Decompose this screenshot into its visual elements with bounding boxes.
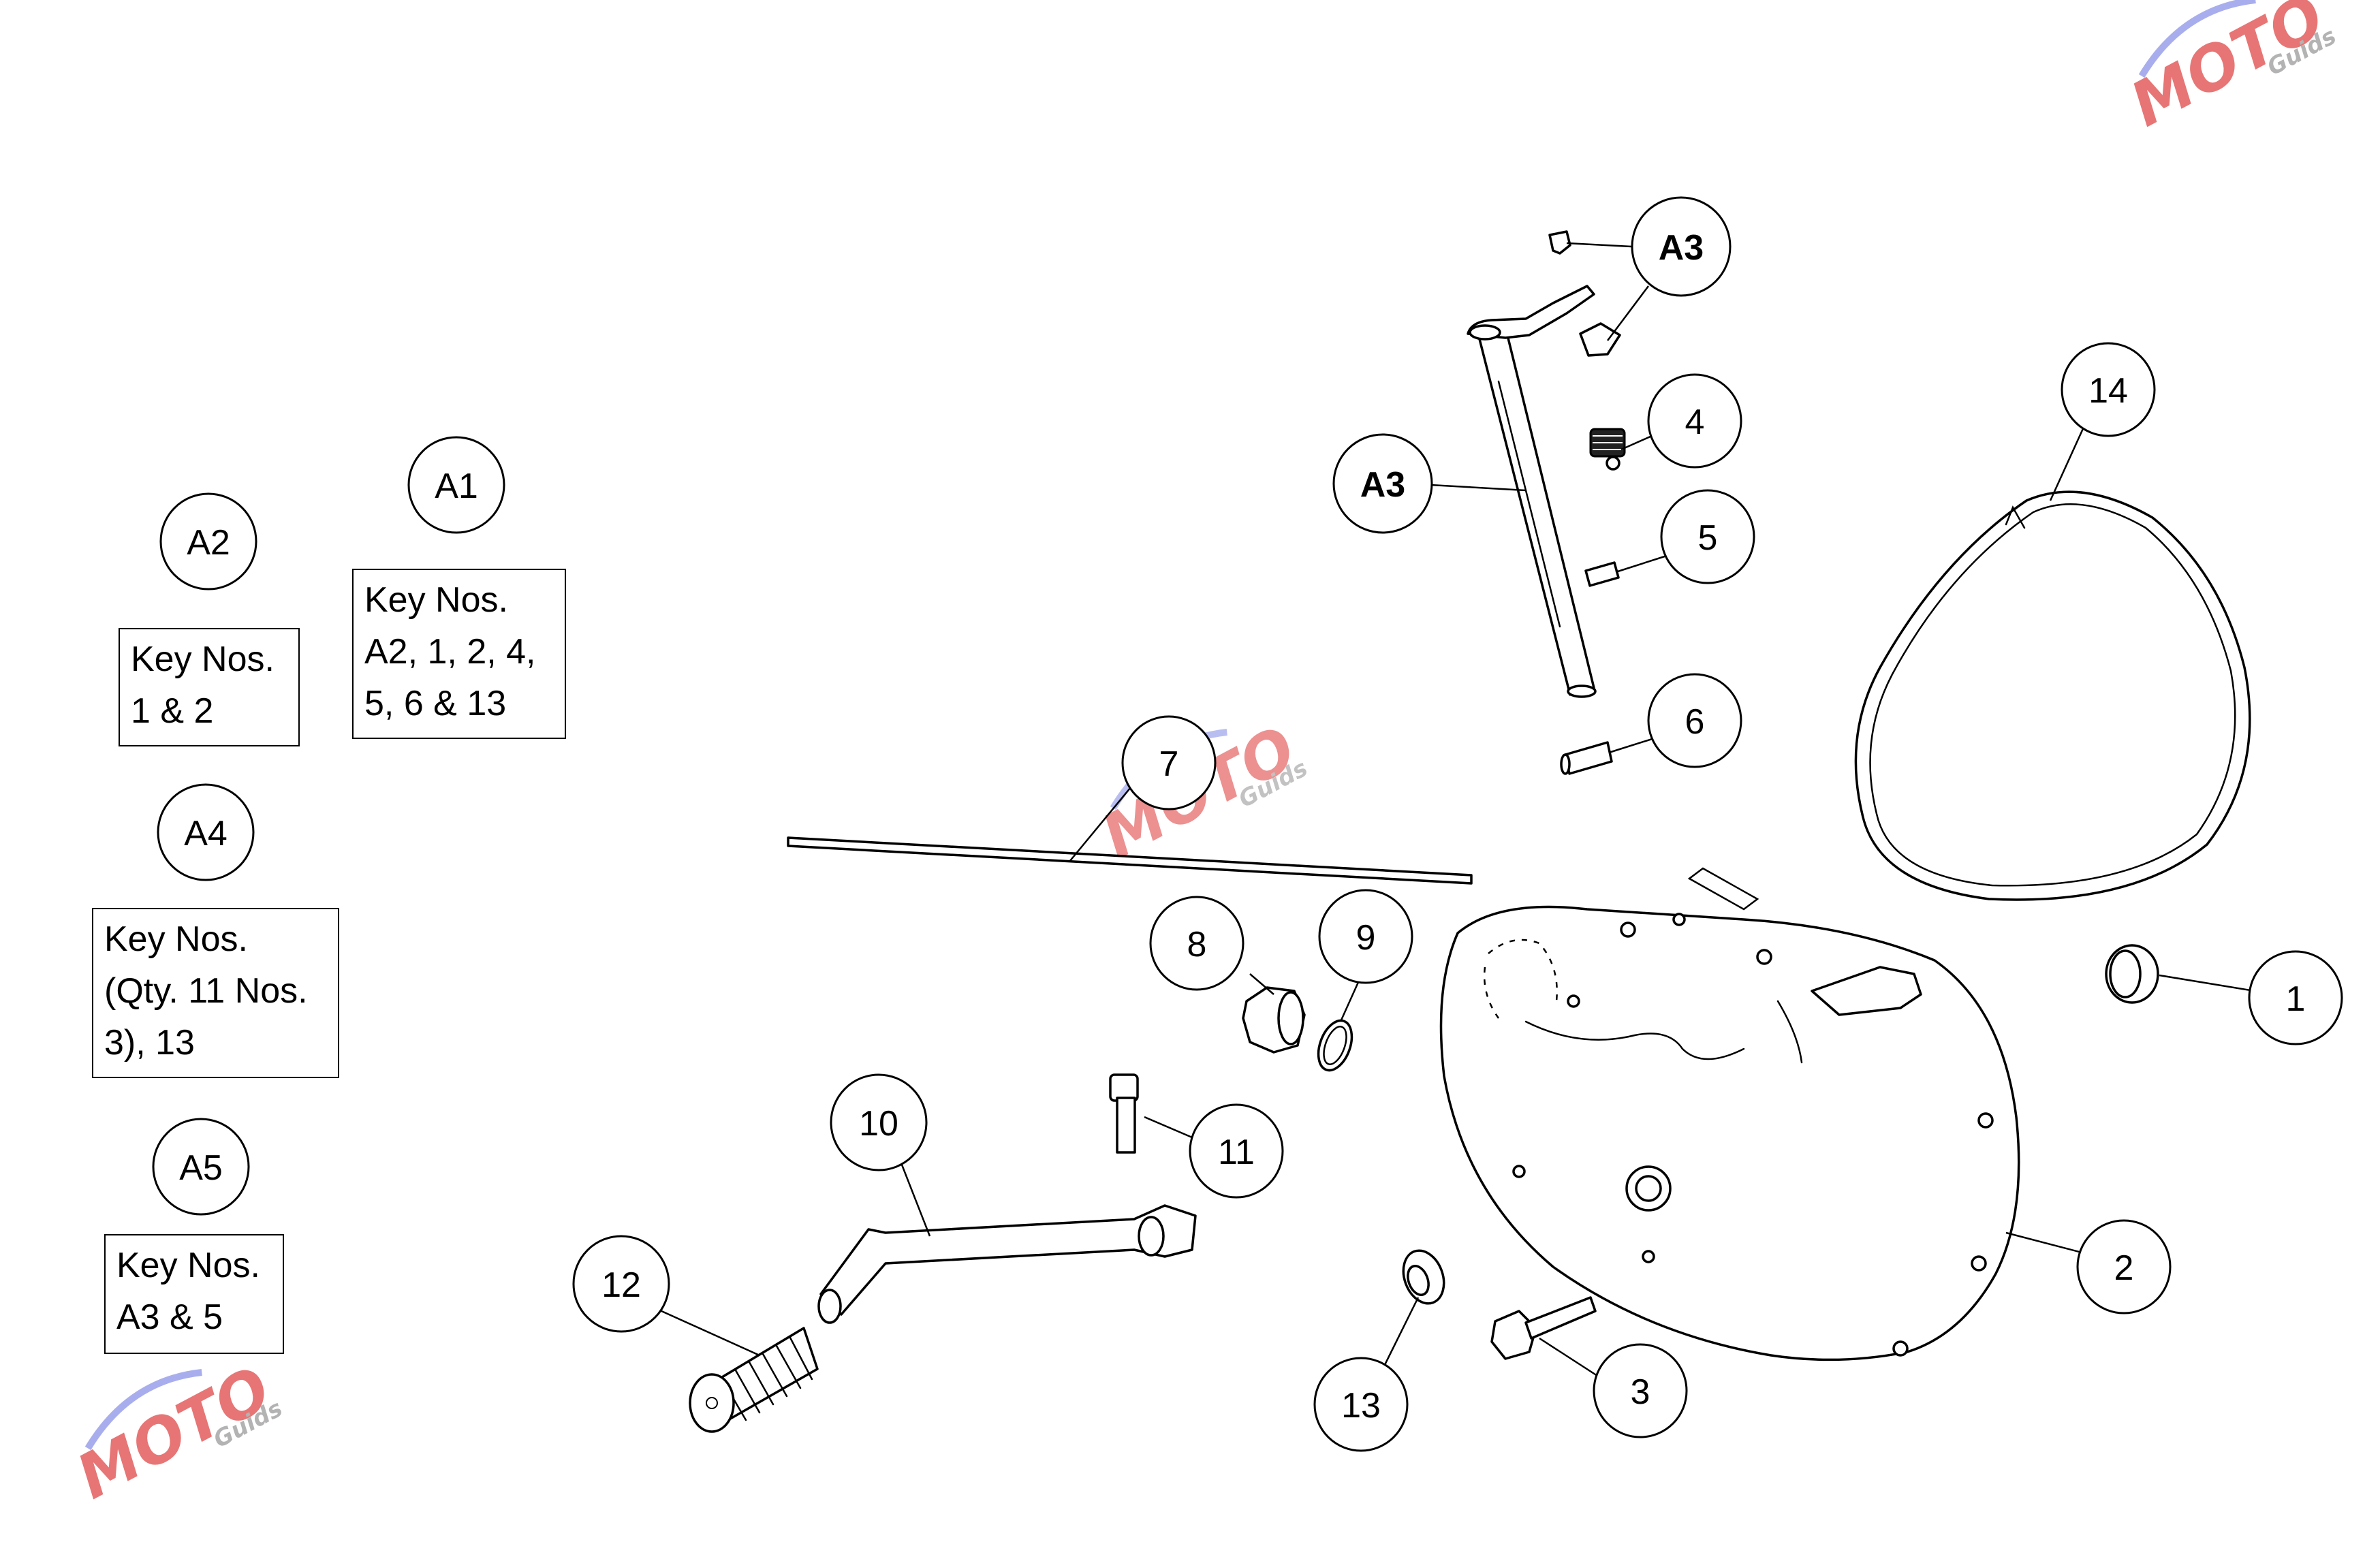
key-box-a2: Key Nos. 1 & 2 xyxy=(119,628,300,746)
key-box-line: 1 & 2 xyxy=(131,691,214,731)
callout-A2: A2 xyxy=(159,492,257,590)
part-a3-pin xyxy=(1548,230,1571,255)
part-6-bush xyxy=(1560,741,1613,775)
key-box-line: (Qty. 11 Nos. xyxy=(104,971,308,1011)
callout-label: A4 xyxy=(184,814,228,853)
watermark-logo-top-right: MOTO Guids xyxy=(2120,0,2340,141)
callout-10: 10 xyxy=(830,1073,928,1171)
callout-6: 6 xyxy=(1647,673,1742,768)
callout-label: 11 xyxy=(1218,1133,1255,1172)
callout-11: 11 xyxy=(1189,1103,1284,1199)
callout-7: 7 xyxy=(1121,715,1217,810)
callout-label: 7 xyxy=(1159,744,1179,784)
callout-label: A5 xyxy=(179,1148,223,1188)
part-12-rubber xyxy=(689,1327,819,1433)
callout-label: 8 xyxy=(1187,925,1207,964)
callout-5: 5 xyxy=(1660,489,1755,584)
callout-14: 14 xyxy=(2061,342,2156,437)
callout-2: 2 xyxy=(2076,1219,2172,1314)
callout-label: 14 xyxy=(2088,371,2128,411)
part-13-seal xyxy=(1402,1249,1445,1305)
callout-label: A2 xyxy=(187,523,230,563)
callout-8: 8 xyxy=(1149,896,1244,991)
key-box-a4: Key Nos. (Qty. 11 Nos. 3), 13 xyxy=(92,908,339,1078)
callout-3: 3 xyxy=(1593,1343,1688,1438)
key-box-line: Key Nos. xyxy=(104,919,248,959)
part-4-spring xyxy=(1589,428,1626,471)
callout-9: 9 xyxy=(1318,889,1413,984)
callout-label: 4 xyxy=(1685,403,1705,442)
callout-label: 13 xyxy=(1341,1386,1381,1425)
part-14-gasket xyxy=(1854,490,2251,901)
part-3-bolt xyxy=(1490,1296,1597,1360)
key-box-line: A2, 1, 2, 4, xyxy=(364,632,536,672)
part-2-primary-cover xyxy=(1439,867,2020,1361)
watermark-logo-bottom-left: MOTO Guids xyxy=(66,1353,287,1513)
callout-A5: A5 xyxy=(152,1118,250,1216)
part-10-gear-lever xyxy=(817,1204,1197,1324)
callout-label: 10 xyxy=(859,1104,898,1144)
callout-1: 1 xyxy=(2248,950,2343,1045)
callout-13: 13 xyxy=(1313,1357,1409,1452)
part-a3-selector-shaft xyxy=(1467,285,1597,698)
callout-label: 6 xyxy=(1685,702,1705,742)
part-a3-clip xyxy=(1579,322,1621,357)
callout-label: A1 xyxy=(435,467,478,506)
key-box-line: 3), 13 xyxy=(104,1023,195,1062)
key-box-line: 5, 6 & 13 xyxy=(364,684,507,723)
key-box-a5: Key Nos. A3 & 5 xyxy=(104,1234,284,1354)
callout-A4: A4 xyxy=(157,783,255,881)
callout-label: 12 xyxy=(601,1265,641,1305)
leader-lines xyxy=(653,242,2255,1377)
callout-label: 5 xyxy=(1698,518,1718,558)
callout-12: 12 xyxy=(572,1235,670,1333)
part-1-plug xyxy=(2105,944,2159,1004)
key-box-line: Key Nos. xyxy=(364,580,508,620)
callout-A3-shaft: A3 xyxy=(1332,433,1433,534)
key-box-line: Key Nos. xyxy=(116,1246,260,1285)
callout-label: 3 xyxy=(1631,1372,1650,1412)
callout-label: A3 xyxy=(1659,228,1704,268)
part-8-filler-cap xyxy=(1242,986,1306,1054)
callout-label: A3 xyxy=(1360,465,1405,505)
watermark-logo-text: MOTO xyxy=(2120,0,2336,141)
callout-A1: A1 xyxy=(407,436,505,534)
callout-label: 2 xyxy=(2114,1248,2134,1288)
callout-label: 1 xyxy=(2286,979,2306,1019)
key-box-line: Key Nos. xyxy=(131,640,275,679)
part-9-o-ring xyxy=(1317,1019,1353,1072)
part-5-pin xyxy=(1584,561,1620,587)
key-box-a1: Key Nos. A2, 1, 2, 4, 5, 6 & 13 xyxy=(352,569,566,739)
callout-4: 4 xyxy=(1647,373,1742,469)
key-box-line: A3 & 5 xyxy=(116,1297,223,1337)
part-7-rod xyxy=(787,836,1473,885)
callout-label: 9 xyxy=(1356,918,1376,958)
callout-A3-top: A3 xyxy=(1631,196,1732,297)
part-11-bolt xyxy=(1109,1073,1139,1154)
